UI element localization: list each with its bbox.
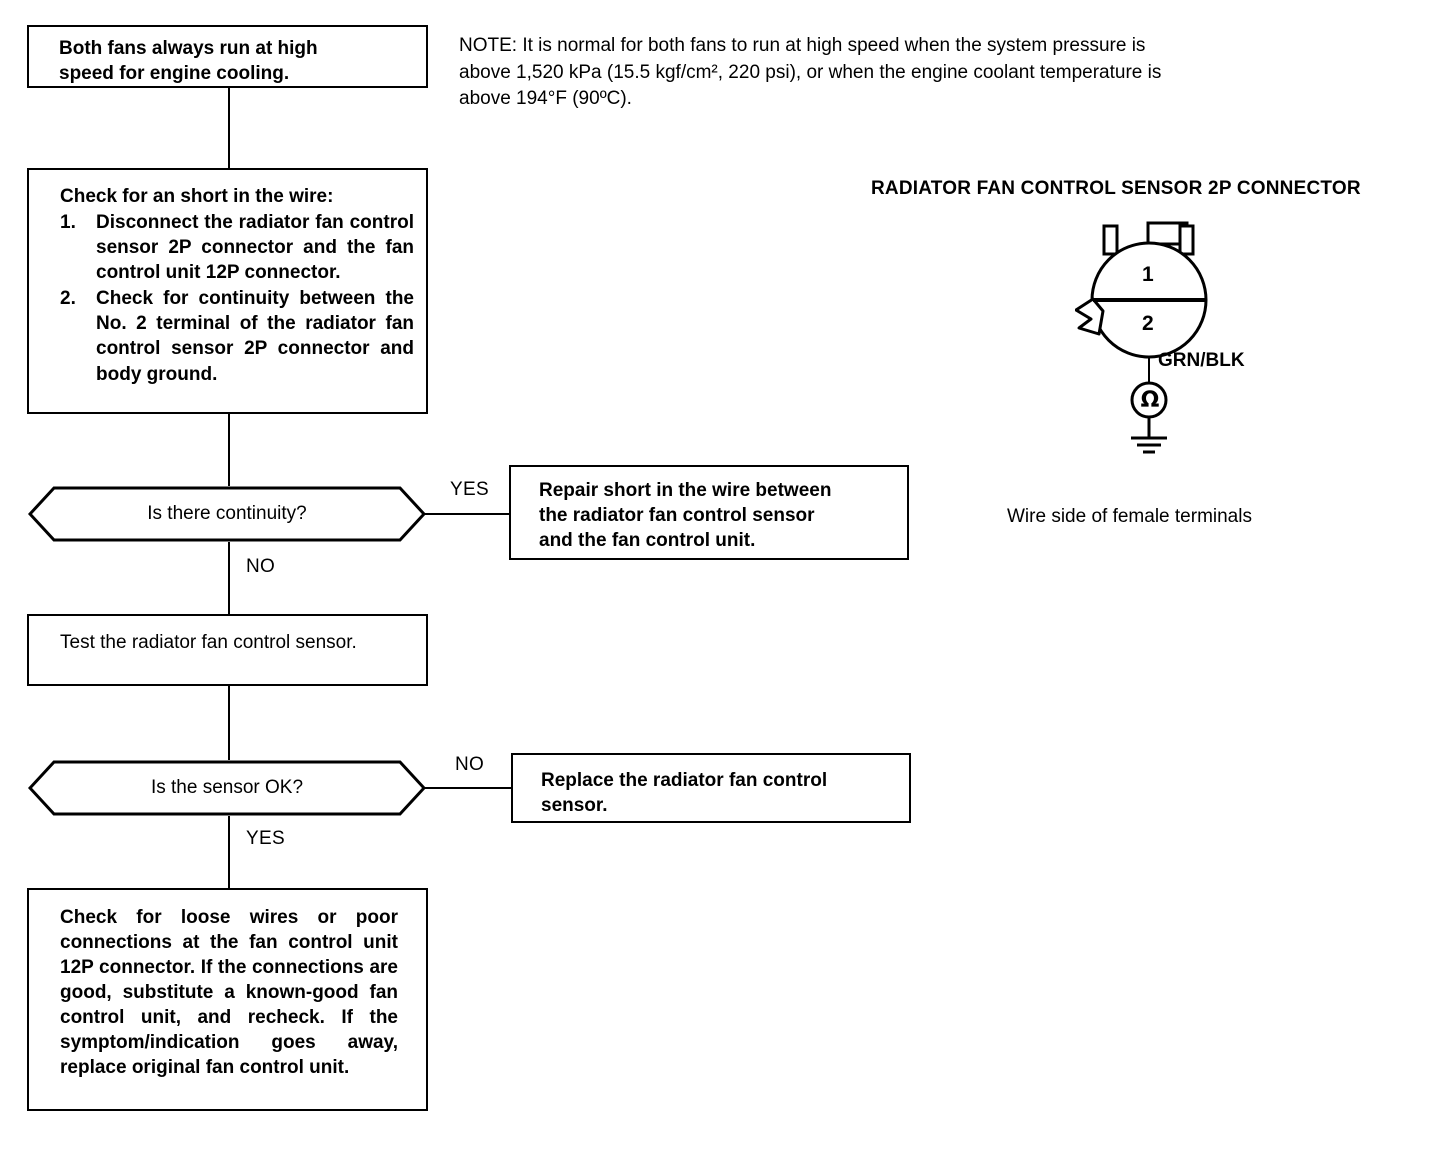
branch-label-no-1: NO <box>246 556 276 577</box>
connector-keyway-notch <box>1074 297 1105 336</box>
box-symptom-line2: speed for engine cooling. <box>59 63 290 85</box>
box-symptom-line1: Both fans always run at high <box>59 38 318 59</box>
connector-caption: Wire side of female terminals <box>1007 506 1252 527</box>
branch-yes-line-1 <box>424 513 510 515</box>
step-item: 2. Check for continuity between the No. … <box>60 286 414 386</box>
box-check-short-steps: 1. Disconnect the radiator fan control s… <box>60 210 414 387</box>
box-repair-short-line2: the radiator fan control sensor <box>539 505 815 527</box>
note-text: NOTE: It is normal for both fans to run … <box>459 35 1162 110</box>
connector-pin-2-label: 2 <box>1142 312 1154 335</box>
box-loose-wires: Check for loose wires or poor connection… <box>27 888 428 1111</box>
ohm-icon: Ω <box>1140 388 1160 413</box>
connector-symptom-to-check <box>228 88 230 168</box>
step-number: 2. <box>60 288 76 310</box>
box-test-sensor: Test the radiator fan control sensor. <box>27 614 428 686</box>
connector-pin-1-label: 1 <box>1142 263 1154 286</box>
box-repair-short-line1: Repair short in the wire between <box>539 480 832 501</box>
step-text: Check for continuity between the No. 2 t… <box>96 288 414 385</box>
box-replace-sensor-line1: Replace the radiator fan control <box>541 770 828 791</box>
box-replace-sensor: Replace the radiator fan control sensor. <box>511 753 911 823</box>
decision-continuity: Is there continuity? <box>28 486 426 542</box>
wire-color-label: GRN/BLK <box>1158 350 1245 371</box>
step-number: 1. <box>60 212 76 234</box>
branch-label-yes-2: YES <box>246 828 285 849</box>
box-loose-wires-text: Check for loose wires or poor connection… <box>60 907 398 1079</box>
connector-test-to-decision2 <box>228 686 230 760</box>
ground-symbol-icon <box>1131 436 1167 454</box>
connector-title: RADIATOR FAN CONTROL SENSOR 2P CONNECTOR <box>871 178 1361 199</box>
box-check-short: Check for an short in the wire: 1. Disco… <box>27 168 428 414</box>
box-replace-sensor-line2: sensor. <box>541 795 608 817</box>
box-repair-short-line3: and the fan control unit. <box>539 530 756 552</box>
step-text: Disconnect the radiator fan control sens… <box>96 212 414 284</box>
connector-illustration: 1 2 Ω <box>1074 218 1255 463</box>
box-repair-short: Repair short in the wire between the rad… <box>509 465 909 560</box>
box-check-short-heading: Check for an short in the wire: <box>60 186 334 207</box>
decision-continuity-label: Is there continuity? <box>147 503 307 524</box>
decision-sensor-ok: Is the sensor OK? <box>28 760 426 816</box>
step-item: 1. Disconnect the radiator fan control s… <box>60 210 414 285</box>
connector-check-to-decision1 <box>228 414 230 486</box>
box-symptom: Both fans always run at high speed for e… <box>27 25 428 88</box>
decision-sensor-ok-label: Is the sensor OK? <box>150 777 304 798</box>
branch-label-no-2: NO <box>455 754 485 775</box>
branch-no-line-1 <box>228 542 230 614</box>
branch-no-line-2 <box>424 787 512 789</box>
box-test-sensor-text: Test the radiator fan control sensor. <box>60 632 357 653</box>
branch-yes-line-2 <box>228 816 230 888</box>
branch-label-yes-1: YES <box>450 479 489 500</box>
connector-top-tabs <box>1102 221 1195 256</box>
